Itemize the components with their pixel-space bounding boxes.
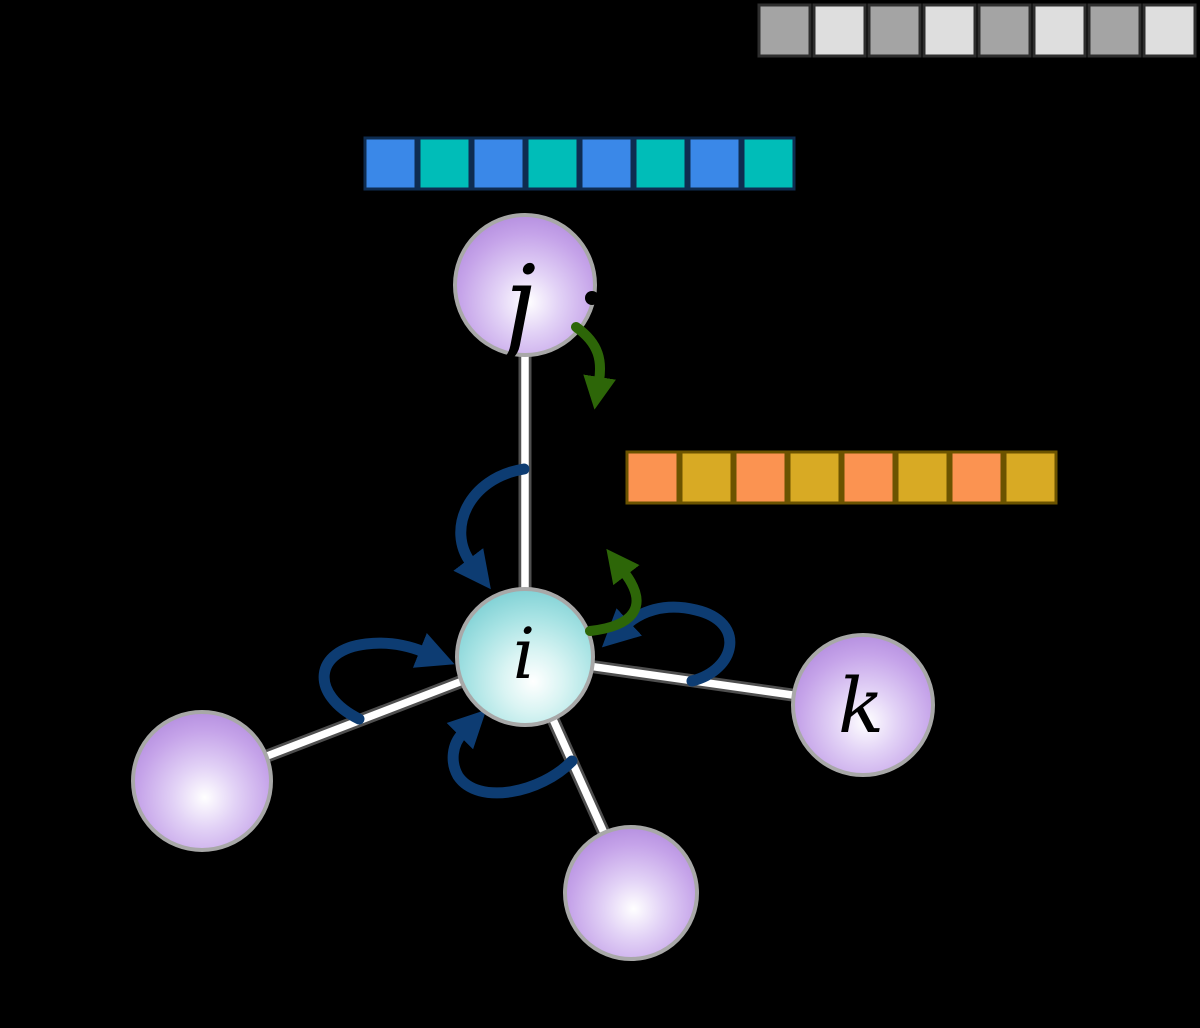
- gray-feature-vector-cell-7: [1087, 3, 1142, 58]
- message-arrow-from-left: [318, 632, 455, 725]
- update-arrow-from-j-down: [571, 322, 616, 410]
- orange-gold-feature-vector-cell-4: [787, 450, 842, 505]
- node-j-sphere: [453, 213, 597, 357]
- node-neighbor-bottom-sphere: [563, 825, 699, 961]
- gray-feature-vector: [757, 3, 1197, 58]
- blue-teal-feature-vector-cell-1: [363, 136, 418, 191]
- gray-feature-vector-cell-5: [977, 3, 1032, 58]
- node-neighbor-bottom: [563, 825, 699, 961]
- message-arrow-from-bottom: [446, 709, 578, 799]
- gray-feature-vector-cell-1: [757, 3, 812, 58]
- node-neighbor-left: [131, 710, 273, 852]
- gray-feature-vector-cell-6: [1032, 3, 1087, 58]
- node-i-label: i: [513, 613, 535, 695]
- gray-feature-vector-cell-2: [812, 3, 867, 58]
- blue-teal-feature-vector-cell-6: [633, 136, 688, 191]
- node-i-sphere: [455, 587, 595, 727]
- gray-feature-vector-cell-8: [1142, 3, 1197, 58]
- orange-gold-feature-vector-cell-7: [949, 450, 1004, 505]
- orange-gold-feature-vector-cell-6: [895, 450, 950, 505]
- orange-gold-feature-vector-cell-8: [1003, 450, 1058, 505]
- message-arrow-from-j: [453, 463, 530, 590]
- blue-teal-feature-vector-cell-5: [579, 136, 634, 191]
- blue-teal-feature-vector-cell-2: [417, 136, 472, 191]
- node-j: j: [453, 213, 597, 365]
- message-arrow-from-k: [601, 601, 736, 687]
- blue-teal-feature-vector-cell-3: [471, 136, 526, 191]
- orange-gold-feature-vector-cell-2: [679, 450, 734, 505]
- gray-feature-vector-cell-4: [922, 3, 977, 58]
- node-k-label: k: [838, 661, 884, 750]
- node-neighbor-left-sphere: [131, 710, 273, 852]
- blue-teal-feature-vector-cell-7: [687, 136, 742, 191]
- blue-teal-feature-vector: [363, 136, 796, 191]
- orange-gold-feature-vector-cell-5: [841, 450, 896, 505]
- orange-gold-feature-vector-cell-3: [733, 450, 788, 505]
- update-arrow-into-i-up: [585, 548, 642, 636]
- orange-gold-feature-vector-cell-1: [625, 450, 680, 505]
- orange-gold-feature-vector: [625, 450, 1058, 505]
- blue-teal-feature-vector-cell-8: [741, 136, 796, 191]
- anchor-dot-on-j: [585, 291, 599, 305]
- gray-feature-vector-cell-3: [867, 3, 922, 58]
- node-i: i: [455, 587, 595, 727]
- node-k-sphere: [791, 633, 935, 777]
- blue-teal-feature-vector-cell-4: [525, 136, 580, 191]
- node-k: k: [791, 633, 935, 777]
